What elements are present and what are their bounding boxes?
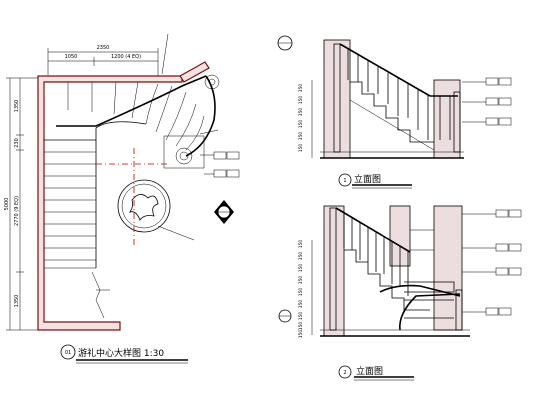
svg-text:150: 150 xyxy=(298,288,304,297)
plan-marker-num: 01 xyxy=(65,350,71,356)
elevation-b: 150 150 150 150 150 150 150 150 150 xyxy=(278,205,522,381)
svg-text:1: 1 xyxy=(343,178,346,184)
elevation-b-title: 立面图 xyxy=(356,365,383,377)
dim-bottom-segment: 1350 xyxy=(14,295,20,308)
newel-post-icon xyxy=(175,147,193,165)
svg-text:150: 150 xyxy=(298,108,304,117)
stair-plan: 2350 1050 1200 (4 EQ) 5000 1350 230 2770… xyxy=(4,33,240,364)
svg-text:150: 150 xyxy=(298,322,304,331)
dim-mid-a: 230 xyxy=(14,138,20,148)
elevation-a-callouts xyxy=(462,77,512,126)
plan-walls xyxy=(37,61,210,331)
dim-overall-width: 2350 xyxy=(97,45,110,51)
plan-title: 游礼中心大样图 1:30 xyxy=(78,347,164,359)
svg-text:150: 150 xyxy=(298,84,304,93)
plan-left-dimensions: 5000 1350 230 2770 (9 EQ) 1350 xyxy=(4,77,38,331)
plan-curved-flight xyxy=(56,74,220,169)
svg-text:150: 150 xyxy=(298,240,304,249)
plan-round-feature xyxy=(117,179,195,241)
elevation-a-balusters xyxy=(347,49,451,140)
dim-left-segment: 1050 xyxy=(65,54,78,60)
svg-text:150: 150 xyxy=(298,312,304,321)
svg-text:150: 150 xyxy=(298,330,304,339)
svg-text:150: 150 xyxy=(298,276,304,285)
section-marker-icon xyxy=(214,200,234,224)
plan-straight-flight xyxy=(44,139,110,319)
svg-text:150: 150 xyxy=(298,132,304,141)
svg-text:150: 150 xyxy=(298,144,304,153)
plan-title-block: 01 游礼中心大样图 1:30 xyxy=(60,344,188,364)
plan-callouts xyxy=(161,33,240,178)
elevation-b-callouts xyxy=(462,209,522,316)
dim-overall-height: 5000 xyxy=(4,198,10,211)
elevation-a: 150 150 150 150 150 150 xyxy=(277,35,512,189)
elevation-a-dimensions: 150 150 150 150 150 150 xyxy=(298,80,313,158)
elevation-b-title-marker-icon xyxy=(338,365,352,379)
plan-centre-lines xyxy=(96,148,170,246)
elevation-a-title: 立面图 xyxy=(354,173,381,185)
svg-text:150: 150 xyxy=(298,120,304,129)
svg-text:150: 150 xyxy=(298,264,304,273)
plan-marker-icon xyxy=(60,344,76,360)
svg-text:2: 2 xyxy=(343,370,346,376)
dim-top-segment: 1350 xyxy=(14,100,20,113)
plan-top-dimensions: 2350 1050 1200 (4 EQ) xyxy=(47,45,159,80)
dim-mid-b: 2770 (9 EQ) xyxy=(14,196,20,226)
svg-text:150: 150 xyxy=(298,96,304,105)
elevation-b-dimensions: 150 150 150 150 150 150 150 150 150 xyxy=(298,240,313,339)
dim-right-segment: 1200 (4 EQ) xyxy=(111,54,141,60)
elevation-a-title-marker-icon xyxy=(338,173,352,187)
svg-text:150: 150 xyxy=(298,252,304,261)
svg-text:150: 150 xyxy=(298,300,304,309)
elevation-b-balusters xyxy=(343,213,409,296)
